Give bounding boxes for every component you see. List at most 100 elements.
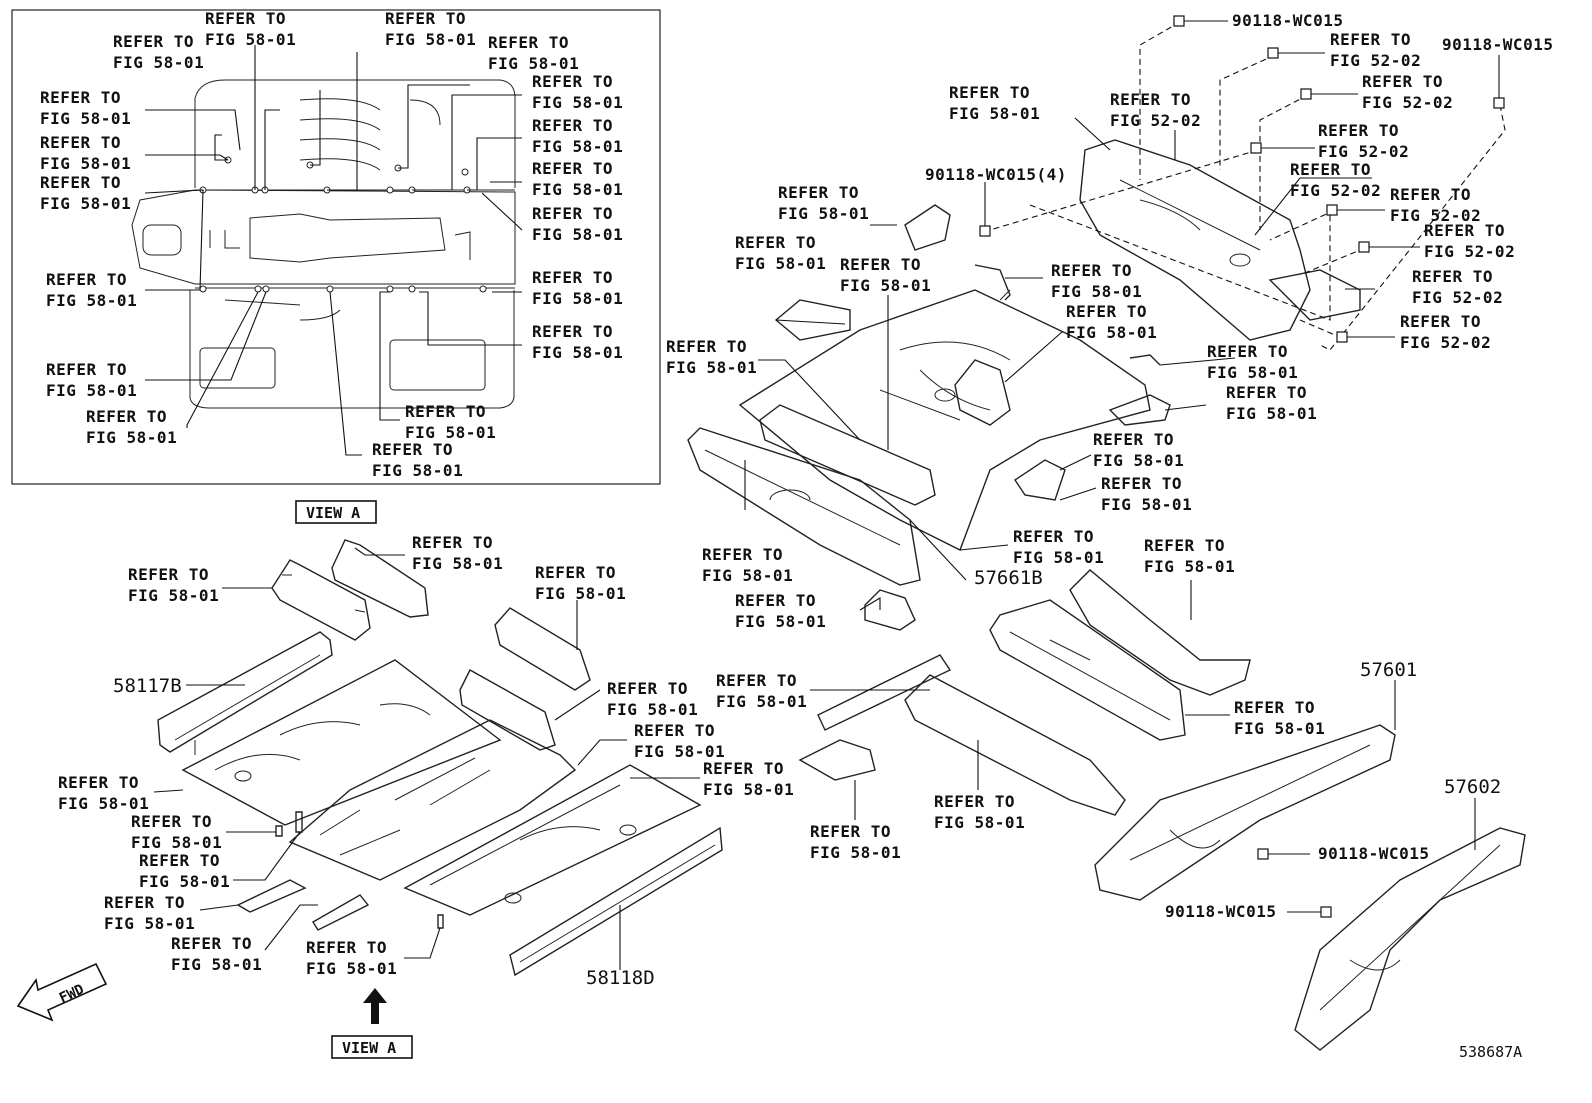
rear-bracket-clip	[974, 264, 1011, 301]
svg-text:REFER TO: REFER TO	[86, 407, 167, 426]
svg-text:REFER TO: REFER TO	[128, 565, 209, 584]
svg-text:REFER TO: REFER TO	[1110, 90, 1191, 109]
svg-text:REFER TO: REFER TO	[1390, 185, 1471, 204]
svg-text:FIG 58-01: FIG 58-01	[306, 959, 397, 978]
svg-text:REFER TO: REFER TO	[810, 822, 891, 841]
svg-text:REFER TO: REFER TO	[532, 268, 613, 287]
rear-floor-leaders	[744, 224, 1236, 611]
svg-text:FIG 58-01: FIG 58-01	[40, 109, 131, 128]
floor-ref-label-1: REFER TO FIG 58-01	[128, 565, 219, 605]
inset-leader-set	[144, 45, 523, 456]
crossmember-front	[494, 607, 591, 691]
svg-text:REFER TO: REFER TO	[412, 533, 493, 552]
inset-weld-points	[199, 156, 487, 293]
svg-text:FIG 58-01: FIG 58-01	[86, 428, 177, 447]
inset-pocket-2	[389, 339, 486, 391]
svg-text:REFER TO: REFER TO	[1412, 267, 1493, 286]
svg-text:FIG 58-01: FIG 58-01	[535, 584, 626, 603]
svg-text:FIG 58-01: FIG 58-01	[46, 381, 137, 400]
view-a-arrow: VIEW A	[331, 988, 413, 1059]
floor-ref-label-2: REFER TO FIG 58-01	[412, 533, 503, 573]
svg-text:REFER TO: REFER TO	[46, 270, 127, 289]
svg-text:FIG 52-02: FIG 52-02	[1110, 111, 1201, 130]
side-member-leaders	[810, 580, 1476, 913]
svg-text:FIG 58-01: FIG 58-01	[205, 30, 296, 49]
inset-ribs	[224, 98, 441, 321]
part-57661B-rear-floor-side	[687, 427, 921, 586]
svg-text:REFER TO: REFER TO	[532, 204, 613, 223]
rear-floor-pan	[738, 289, 1151, 551]
svg-text:REFER TO: REFER TO	[535, 563, 616, 582]
svg-text:REFER TO: REFER TO	[735, 591, 816, 610]
svg-text:FIG 58-01: FIG 58-01	[104, 914, 195, 933]
view-a-label-bottom: VIEW A	[342, 1039, 396, 1057]
svg-text:REFER TO: REFER TO	[405, 402, 486, 421]
svg-text:FIG 58-01: FIG 58-01	[840, 276, 931, 295]
inset-jack-pad	[142, 224, 182, 256]
svg-text:FIG 58-01: FIG 58-01	[412, 554, 503, 573]
diagram-code: 538687A	[1459, 1043, 1522, 1061]
svg-text:REFER TO: REFER TO	[46, 360, 127, 379]
part-number-58118D: 58118D	[586, 967, 655, 989]
part-57602-rear-side-member-lh	[1294, 827, 1526, 1051]
rear-floor-crossmember-2	[989, 599, 1186, 741]
stud-bolt-c	[437, 914, 444, 929]
svg-text:FIG 58-01: FIG 58-01	[171, 955, 262, 974]
inset-ref-label-q: REFER TO FIG 58-01	[405, 402, 496, 442]
svg-text:REFER TO: REFER TO	[840, 255, 921, 274]
rear-floor-crossmember	[759, 404, 936, 506]
part-number-57602: 57602	[1444, 776, 1501, 798]
svg-text:FIG 58-01: FIG 58-01	[128, 586, 219, 605]
svg-text:REFER TO: REFER TO	[949, 83, 1030, 102]
svg-text:REFER TO: REFER TO	[778, 183, 859, 202]
rear-bracket-bottom	[864, 589, 916, 631]
part-57601-rear-side-member-rh	[1094, 724, 1396, 901]
part-number-57601: 57601	[1360, 659, 1417, 681]
svg-text:FIG 58-01: FIG 58-01	[735, 612, 826, 631]
crossmember-rear	[271, 559, 371, 641]
svg-text:REFER TO: REFER TO	[532, 322, 613, 341]
svg-text:FIG 58-01: FIG 58-01	[702, 566, 793, 585]
reinforcement-small-a	[236, 879, 307, 913]
svg-text:FIG 58-01: FIG 58-01	[532, 225, 623, 244]
svg-text:FIG 58-01: FIG 58-01	[1144, 557, 1235, 576]
svg-text:FIG 58-01: FIG 58-01	[405, 423, 496, 442]
svg-text:FIG 52-02: FIG 52-02	[1424, 242, 1515, 261]
xm-ref-label-6: REFER TO FIG 52-02	[1390, 185, 1481, 225]
svg-text:FIG 52-02: FIG 52-02	[1390, 206, 1481, 225]
rear-crossmember-main	[1079, 139, 1311, 341]
svg-text:REFER TO: REFER TO	[703, 759, 784, 778]
inset-floor-tunnel-outline	[131, 189, 516, 285]
svg-text:FIG 58-01: FIG 58-01	[1093, 451, 1184, 470]
svg-text:FIG 58-01: FIG 58-01	[58, 794, 149, 813]
xm-ref-label-3: REFER TO FIG 52-02	[1110, 90, 1201, 130]
svg-text:FIG 58-01: FIG 58-01	[488, 54, 579, 73]
front-floor-pan-right	[403, 764, 702, 916]
bolt-dash-lines	[989, 21, 1506, 351]
svg-text:REFER TO: REFER TO	[1093, 430, 1174, 449]
svg-text:REFER TO: REFER TO	[934, 792, 1015, 811]
svg-text:FIG 58-01: FIG 58-01	[607, 700, 698, 719]
rear-small-bracket	[798, 739, 876, 781]
rear-crossmember-arm	[1268, 269, 1361, 321]
